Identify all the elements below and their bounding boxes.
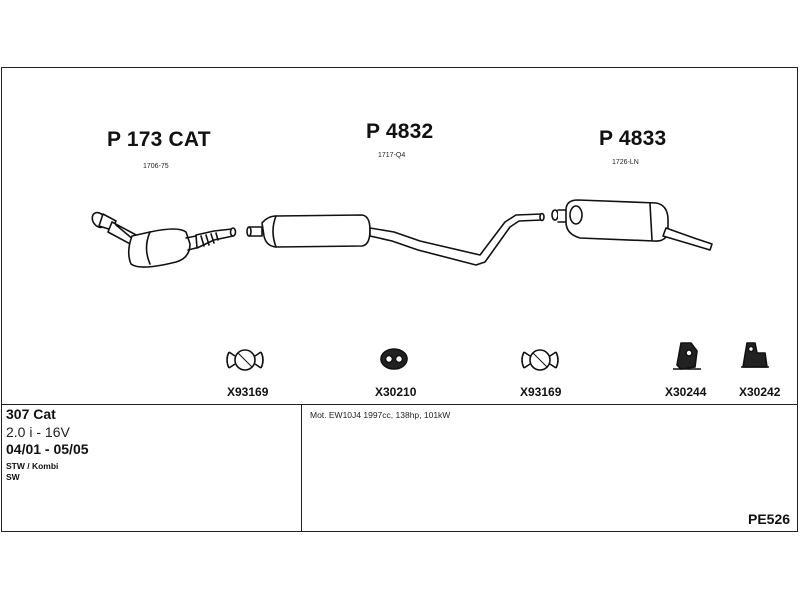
part-sub-rear-silencer: 1726-LN [612,159,639,166]
divider-vertical [301,404,302,532]
accessory-code-5: X30242 [739,385,781,399]
vehicle-body-2: SW [6,472,20,482]
reference-code: PE526 [748,511,791,527]
rear-silencer [551,199,713,251]
vehicle-body-1: STW / Kombi [6,461,59,471]
accessory-code-4: X30244 [665,385,707,399]
part-sub-catalyst: 1706-75 [143,163,169,170]
accessory-code-3: X93169 [520,385,562,399]
vehicle-info: 307 Cat 2.0 i - 16V 04/01 - 05/05 STW / … [6,406,89,482]
diagram-frame [1,67,798,532]
divider-horizontal [2,404,797,405]
hanger-icon [673,342,701,370]
accessory-code-1: X93169 [227,385,269,399]
middle-silencer [246,214,371,248]
part-sub-middle-silencer: 1717-Q4 [378,152,406,159]
accessory-code-2: X30210 [375,385,417,399]
rubber-ring-icon [380,348,408,370]
connecting-pipe [369,212,545,266]
part-code-middle-silencer: P 4832 [366,120,434,143]
vehicle-engine: 2.0 i - 16V [6,424,70,440]
vehicle-model: 307 Cat [6,406,56,422]
vehicle-dates: 04/01 - 05/05 [6,441,89,457]
clamp-icon [226,349,264,371]
catalyst-inlet-flange [91,211,139,247]
catalyst-outlet-pipe [195,227,237,249]
part-code-rear-silencer: P 4833 [599,127,667,150]
clamp-icon [521,349,559,371]
motor-info: Mot. EW10J4 1997cc, 138hp, 101kW [310,410,451,420]
bracket-icon [741,342,769,368]
part-code-catalyst: P 173 CAT [107,128,211,151]
catalyst-body [127,228,197,268]
